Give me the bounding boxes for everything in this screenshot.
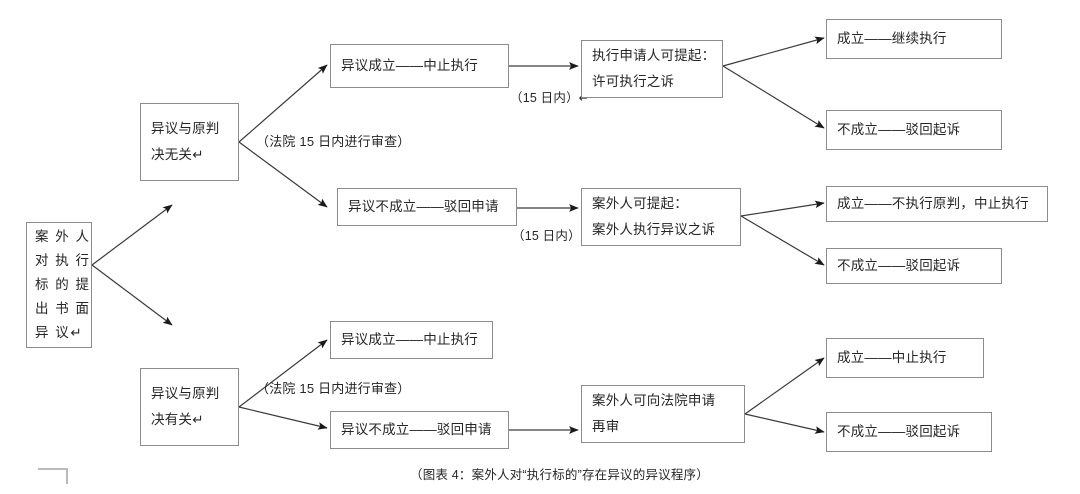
edge-outsider-suit-to-win: [740, 200, 825, 217]
node-root-line-5: 异 议↵: [35, 325, 84, 340]
node-outsider-lose-text: 不成立——驳回起诉: [837, 258, 961, 273]
node-root-line-2: 对 执 行: [35, 253, 91, 268]
node-branch-unrelated-line-1: 异议与原判: [151, 121, 220, 136]
node-retrial-win-text: 成立——中止执行: [837, 350, 947, 365]
node-branch-unrelated[interactable]: 异议与原判 决无关↵: [140, 103, 239, 181]
node-applicant-lose-text: 不成立——驳回起诉: [837, 122, 961, 137]
node-root-line-4: 出 书 面: [35, 301, 91, 316]
node-retrial-lose[interactable]: 不成立——驳回起诉: [826, 412, 992, 452]
node-unrelated-overruled[interactable]: 异议不成立——驳回申请: [337, 188, 517, 226]
node-applicant-suit[interactable]: 执行申请人可提起： 许可执行之诉: [581, 40, 723, 98]
node-outsider-lose[interactable]: 不成立——驳回起诉: [826, 248, 1002, 284]
node-related-sustained[interactable]: 异议成立——中止执行: [330, 321, 493, 359]
node-outsider-win[interactable]: 成立——不执行原判，中止执行: [826, 186, 1048, 222]
node-branch-unrelated-line-2: 决无关↵: [151, 147, 204, 162]
node-outsider-suit-line-2: 案外人执行异议之诉: [592, 222, 716, 237]
node-outsider-suit-line-1: 案外人可提起：: [592, 196, 688, 211]
node-related-overruled-text: 异议不成立——驳回申请: [341, 422, 492, 437]
figure-caption: （图表 4：案外人对“执行标的”存在异议的异议程序）: [410, 468, 709, 482]
edge-label-days-lower: （15 日内）↵: [512, 229, 592, 243]
node-root-line-3: 标 的 提: [35, 277, 91, 292]
edge-root-to-unrelated: [91, 204, 173, 266]
edge-unrelated-to-overruled: [238, 141, 328, 208]
node-applicant-win-text: 成立——继续执行: [837, 31, 947, 46]
edge-label-days-upper: （15 日内）↵: [510, 91, 590, 105]
edge-label-review-upper: （法院 15 日内进行审查）: [256, 134, 411, 149]
node-applicant-lose[interactable]: 不成立——驳回起诉: [826, 110, 1002, 150]
node-root[interactable]: 案 外 人 对 执 行 标 的 提 出 书 面 异 议↵: [26, 222, 92, 348]
node-applicant-win[interactable]: 成立——继续执行: [826, 19, 1002, 59]
node-related-overruled[interactable]: 异议不成立——驳回申请: [330, 411, 509, 449]
node-outsider-win-text: 成立——不执行原判，中止执行: [837, 196, 1029, 211]
node-retrial-win[interactable]: 成立——中止执行: [826, 338, 984, 378]
node-unrelated-overruled-text: 异议不成立——驳回申请: [348, 199, 499, 214]
edge-label-review-lower: （法院 15 日内进行审查）: [256, 381, 411, 396]
node-related-sustained-text: 异议成立——中止执行: [341, 332, 478, 347]
node-branch-related-line-2: 决有关↵: [151, 412, 204, 427]
edge-related-to-overruled: [238, 406, 328, 430]
node-retrial-lose-text: 不成立——驳回起诉: [837, 424, 961, 439]
node-branch-related[interactable]: 异议与原判 决有关↵: [140, 368, 239, 446]
edge-applicant-suit-to-lose: [722, 65, 825, 129]
edge-retrial-to-win: [744, 357, 825, 415]
node-retrial-application-line-1: 案外人可向法院申请: [592, 393, 716, 408]
edge-unrelated-to-sustained: [238, 64, 328, 143]
node-unrelated-sustained[interactable]: 异议成立——中止执行: [330, 44, 509, 88]
node-branch-related-line-1: 异议与原判: [151, 386, 220, 401]
edge-retrial-to-lose: [744, 413, 825, 434]
node-applicant-suit-line-1: 执行申请人可提起：: [592, 48, 716, 63]
node-outsider-suit[interactable]: 案外人可提起： 案外人执行异议之诉: [581, 188, 741, 246]
node-applicant-suit-line-2: 许可执行之诉: [592, 74, 675, 89]
edge-outsider-suit-to-lose: [740, 215, 825, 266]
node-unrelated-sustained-text: 异议成立——中止执行: [341, 58, 478, 73]
edge-applicant-suit-to-win: [722, 36, 825, 67]
edge-root-to-related: [91, 264, 173, 326]
node-retrial-application-line-2: 再审: [592, 419, 620, 434]
page-crop-mark: [38, 468, 68, 484]
node-root-line-1: 案 外 人: [35, 229, 91, 244]
node-retrial-application[interactable]: 案外人可向法院申请 再审: [581, 385, 745, 443]
